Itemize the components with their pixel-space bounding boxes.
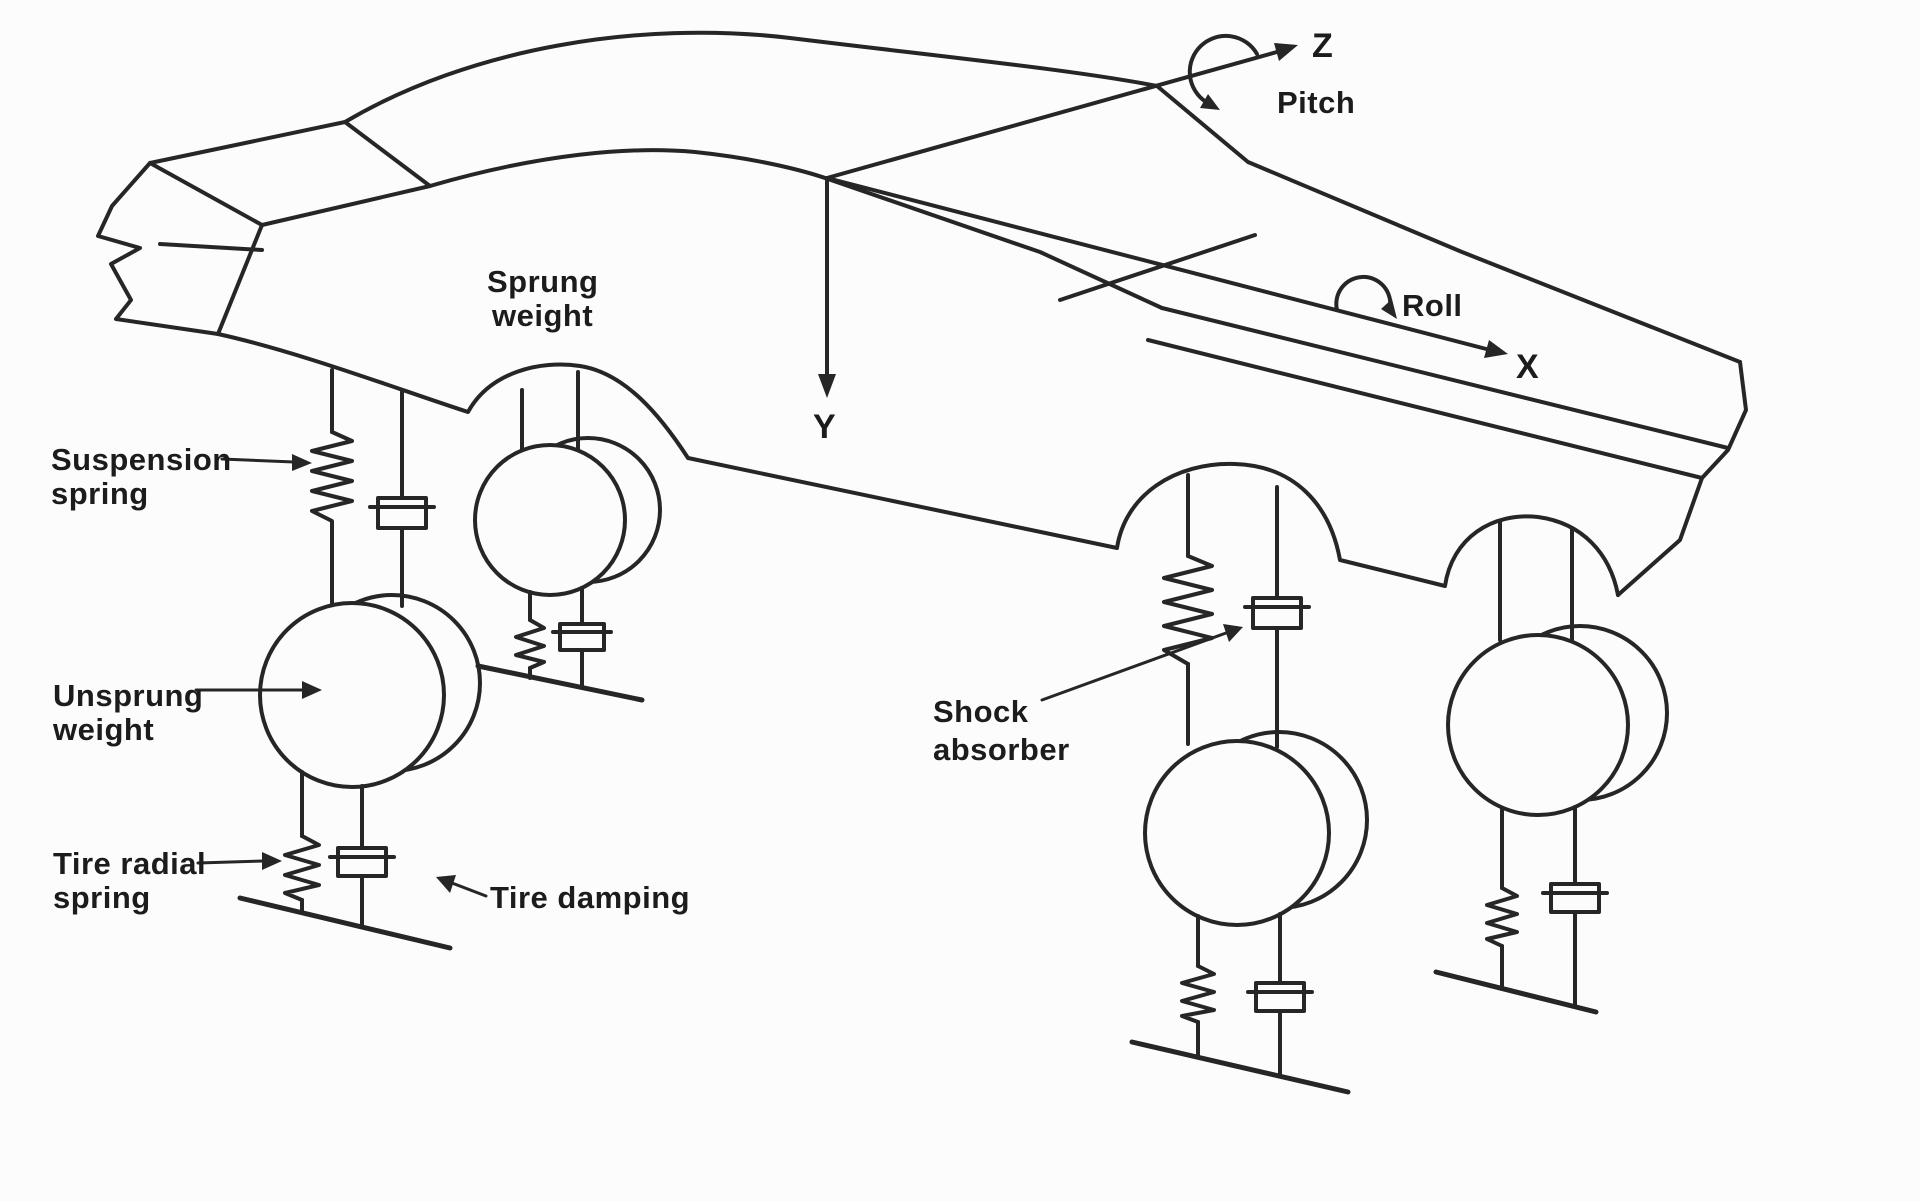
tire-radial-spring-label-line1: Tire radial	[53, 846, 206, 881]
car-beltline	[826, 177, 1164, 310]
tire-radial-spring-leader-arrowhead	[262, 852, 282, 870]
car-cowl-line	[216, 223, 264, 336]
pitch-rotation-arrowhead	[1200, 94, 1220, 110]
pitch-label: Pitch	[1277, 85, 1355, 120]
tire-spring-rear-right	[1485, 886, 1519, 948]
suspension-spring-zigzag	[310, 430, 354, 532]
shock-absorber-label-line2: absorber	[933, 732, 1070, 767]
tire-assembly-front-left	[237, 770, 453, 951]
car-deck-seam	[1058, 233, 1257, 302]
wheel-front-left	[258, 593, 482, 789]
roll-rotation-arc	[1334, 274, 1393, 312]
tire-damping-leader	[450, 881, 488, 898]
tire-assembly-front-right	[475, 586, 645, 703]
z-axis-line	[825, 48, 1286, 180]
ground-line-rear-left	[1129, 1039, 1351, 1095]
car-rear-crease-upper	[1160, 306, 1730, 450]
car-underbody	[216, 332, 1620, 597]
ground-line-rear-right	[1433, 969, 1599, 1015]
z-axis-label: Z	[1312, 27, 1333, 65]
tire-assembly-rear-left	[1129, 912, 1351, 1095]
wheel-front-right	[473, 436, 662, 597]
wheel-rear-left-inner	[1143, 739, 1331, 927]
tire-assembly-rear-right	[1433, 805, 1609, 1015]
diagram-labels: Sprung weight Suspension spring Unsprung…	[51, 27, 1539, 915]
ground-line-front-left	[237, 895, 453, 951]
unsprung-weight-label-line1: Unsprung	[53, 678, 203, 713]
car-cpillar-deck	[1155, 84, 1742, 364]
sprung-weight-label-line1: Sprung	[487, 264, 599, 299]
leader-arrows	[194, 454, 1243, 898]
tire-radial-spring-leader	[196, 859, 266, 865]
suspension-spring-label-line2: spring	[51, 476, 149, 511]
diagram-linework	[96, 30, 1748, 1095]
wheel-rear-right-inner	[1446, 633, 1630, 817]
y-axis-label: Y	[813, 408, 836, 446]
tire-damping-leader-arrowhead	[436, 875, 456, 893]
car-front-face	[96, 161, 220, 336]
wheel-front-left-inner	[258, 601, 446, 789]
roll-rotation-arrowhead	[1381, 299, 1397, 319]
car-roofline-far	[428, 148, 830, 188]
y-axis-arrowhead	[818, 374, 836, 398]
tire-damping-label: Tire damping	[490, 880, 690, 915]
tire-spring-rear-left	[1180, 964, 1216, 1024]
z-axis-arrowhead	[1274, 43, 1298, 61]
rear-left-suspension	[1162, 473, 1311, 749]
shock-absorber-label-line1: Shock	[933, 694, 1029, 729]
coordinate-axes	[818, 33, 1508, 398]
shock-absorber-leader	[1040, 631, 1228, 702]
ground-line-front-right	[475, 663, 645, 703]
tire-spring-front-right	[514, 618, 546, 670]
unsprung-weight-label-line2: weight	[52, 712, 154, 747]
shock-absorber-leader-arrowhead	[1223, 624, 1243, 642]
x-axis-label: X	[1516, 348, 1539, 386]
roll-label: Roll	[1402, 288, 1463, 323]
x-axis-line	[825, 176, 1496, 353]
front-left-suspension	[310, 368, 436, 608]
car-roofline-near	[343, 30, 1159, 124]
tire-radial-spring-zigzag	[283, 834, 321, 902]
wheel-rear-left	[1143, 730, 1369, 927]
rear-suspension-spring-zigzag	[1162, 554, 1214, 666]
suspension-spring-leader-arrowhead	[292, 454, 312, 471]
pitch-rotation-arc	[1187, 33, 1259, 104]
unsprung-weight-leader-arrowhead	[302, 681, 322, 699]
x-axis-arrowhead	[1484, 340, 1508, 358]
wheel-front-right-inner	[473, 443, 627, 597]
suspension-spring-leader	[220, 457, 296, 464]
car-rear-crease-lower	[1146, 338, 1704, 480]
suspension-spring-label-line1: Suspension	[51, 442, 232, 477]
wheel-rear-right	[1446, 624, 1669, 817]
car-headlight-line	[158, 242, 264, 252]
car-body	[96, 30, 1748, 597]
sprung-weight-label-line2: weight	[491, 298, 593, 333]
tire-radial-spring-label-line2: spring	[53, 880, 151, 915]
car-rear-bumper	[1616, 360, 1748, 597]
